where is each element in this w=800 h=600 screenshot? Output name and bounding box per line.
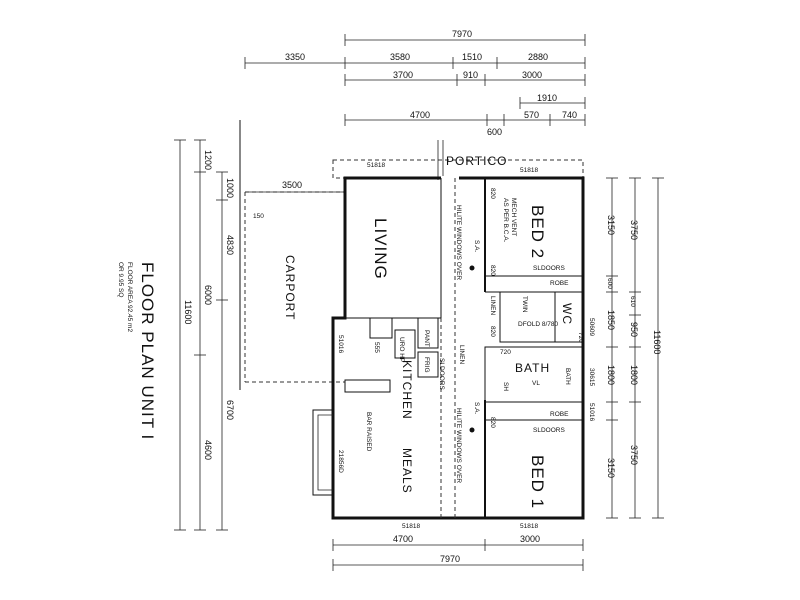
label-shower: SH bbox=[502, 382, 509, 391]
label-linen-lower: LINEN bbox=[458, 345, 465, 364]
dim-bottom-overall: 7970 bbox=[440, 554, 460, 564]
label-sl-doors-mid: SLDOORS bbox=[438, 358, 445, 390]
dim-right-600: 600 bbox=[606, 278, 613, 289]
room-portico: PORTICO bbox=[446, 154, 507, 168]
building-walls: PORTICO bbox=[312, 140, 585, 520]
room-bath: BATH bbox=[515, 361, 550, 375]
right-dimensions: 3150 600 1850 1800 3150 3750 610 950 180… bbox=[606, 177, 664, 519]
label-bath-tub: BATH bbox=[564, 368, 571, 385]
bottom-dimensions: 4700 3000 7970 bbox=[332, 534, 584, 571]
door-820-a: 820 bbox=[489, 188, 496, 199]
dim-right-3150-top: 3150 bbox=[606, 215, 616, 235]
room-carport: CARPORT bbox=[283, 255, 297, 320]
dim-carport-3500: 3500 bbox=[282, 180, 302, 190]
plan-title: FLOOR PLAN UNIT I bbox=[138, 262, 157, 440]
label-dfold: DFOLD 8/780 bbox=[518, 321, 558, 328]
dim-top-600: 600 bbox=[487, 127, 502, 137]
floor-area-squares: OR 9.95 SQ bbox=[117, 262, 124, 297]
dim-left-4830: 4830 bbox=[225, 235, 235, 255]
window-30615: 30615 bbox=[588, 368, 595, 386]
title-block: FLOOR PLAN UNIT I FLOOR AREA 92.45 m2 OR… bbox=[117, 262, 157, 440]
dim-carport-150: 150 bbox=[253, 213, 264, 220]
window-51818-bottom: 51818 bbox=[402, 523, 420, 530]
window-555: 555 bbox=[373, 342, 380, 353]
dim-left-6700: 6700 bbox=[225, 400, 235, 420]
window-51818-top: 51818 bbox=[367, 162, 385, 169]
label-mech-vent: MECH VENT bbox=[510, 198, 517, 236]
dim-right-610: 610 bbox=[629, 296, 636, 307]
label-sl-doors-bottom: SLDOORS bbox=[533, 427, 565, 434]
label-as-per-bca: AS PER B.C.A. bbox=[502, 198, 509, 243]
dim-top-3000: 3000 bbox=[522, 70, 542, 80]
dim-right-1800-b: 1800 bbox=[629, 365, 639, 385]
dim-left-overall: 11600 bbox=[183, 300, 193, 324]
label-twin: TWIN bbox=[521, 296, 528, 313]
door-720-b: 720 bbox=[577, 332, 584, 343]
dim-right-950: 950 bbox=[629, 322, 639, 337]
label-sl-doors-top: SLDOORS bbox=[533, 265, 565, 272]
room-wc: WC bbox=[560, 303, 574, 325]
window-51016: 51016 bbox=[337, 335, 344, 353]
dim-bottom-3000: 3000 bbox=[520, 534, 540, 544]
window-50609: 50609 bbox=[588, 318, 595, 336]
carport: 3500 150 CARPORT bbox=[244, 180, 345, 383]
dim-top-3700: 3700 bbox=[393, 70, 413, 80]
room-bed-1: BED 1 bbox=[528, 455, 547, 509]
smoke-alarm-upper bbox=[469, 265, 475, 271]
label-vanity: VL bbox=[532, 380, 540, 387]
window-51016-right: 51016 bbox=[588, 403, 595, 421]
dim-top-4700: 4700 bbox=[410, 110, 430, 120]
dim-left-1200: 1200 bbox=[203, 150, 213, 170]
door-820-d: 820 bbox=[489, 326, 496, 337]
dim-top-570: 570 bbox=[524, 110, 539, 120]
dim-top-3350: 3350 bbox=[285, 52, 305, 62]
label-sa-upper: S.A. bbox=[473, 240, 480, 252]
door-820-b: 820 bbox=[489, 265, 496, 276]
dim-top-2880: 2880 bbox=[528, 52, 548, 62]
fixture-labels: ROBE ROBE SLDOORS SLDOORS SLDOORS MECH V… bbox=[337, 162, 595, 530]
dim-top-910: 910 bbox=[463, 70, 478, 80]
dim-right-1800-a: 1800 bbox=[606, 365, 616, 385]
left-dimensions: 11600 1200 6000 4600 1000 4830 6700 bbox=[174, 120, 241, 531]
dim-right-3750-top: 3750 bbox=[629, 220, 639, 240]
room-meals: MEALS bbox=[400, 448, 414, 494]
dim-left-4600: 4600 bbox=[203, 440, 213, 460]
room-living: LIVING bbox=[371, 218, 390, 280]
floor-area: FLOOR AREA 92.45 m2 bbox=[126, 262, 133, 332]
label-pantry: PANT bbox=[423, 330, 430, 347]
dim-top-3580: 3580 bbox=[390, 52, 410, 62]
label-robe-bottom: ROBE bbox=[550, 411, 569, 418]
label-fridge: FRIG bbox=[423, 357, 430, 373]
smoke-alarm-lower bbox=[469, 427, 475, 433]
door-820-c: 820 bbox=[489, 417, 496, 428]
label-uro-hp: URO HP bbox=[398, 337, 405, 362]
top-dimensions: 7970 3350 3580 1510 2880 3700 910 3000 1… bbox=[244, 29, 586, 137]
window-51818-top-2: 51818 bbox=[520, 167, 538, 174]
dim-top-740: 740 bbox=[562, 110, 577, 120]
label-robe-top: ROBE bbox=[550, 280, 569, 287]
label-sa-lower: S.A. bbox=[473, 402, 480, 414]
label-bar-raised: BAR RAISED bbox=[365, 412, 372, 452]
dim-right-3750-bottom: 3750 bbox=[629, 445, 639, 465]
dim-top-overall: 7970 bbox=[452, 29, 472, 39]
dim-right-overall: 11600 bbox=[652, 330, 662, 354]
dim-top-1510: 1510 bbox=[462, 52, 482, 62]
dim-right-1850: 1850 bbox=[606, 310, 616, 330]
room-bed-2: BED 2 bbox=[528, 205, 547, 259]
label-hilite-upper: HILITE WINDOWS OVER bbox=[455, 205, 462, 280]
room-labels: LIVING BED 2 BED 1 KITCHEN MEALS BATH WC bbox=[371, 205, 574, 509]
dim-bottom-4700: 4700 bbox=[393, 534, 413, 544]
window-21856d: 21856D bbox=[337, 450, 344, 473]
room-kitchen: KITCHEN bbox=[400, 360, 414, 420]
label-hilite-lower: HILITE WINDOWS OVER bbox=[455, 408, 462, 483]
label-linen-upper: LINEN bbox=[489, 296, 496, 315]
dim-left-1000: 1000 bbox=[225, 178, 235, 198]
door-720-a: 720 bbox=[500, 349, 511, 356]
window-51818-bottom-2: 51818 bbox=[520, 523, 538, 530]
dim-top-1910: 1910 bbox=[537, 93, 557, 103]
dim-left-6000: 6000 bbox=[203, 285, 213, 305]
dim-right-3150-bottom: 3150 bbox=[606, 458, 616, 478]
